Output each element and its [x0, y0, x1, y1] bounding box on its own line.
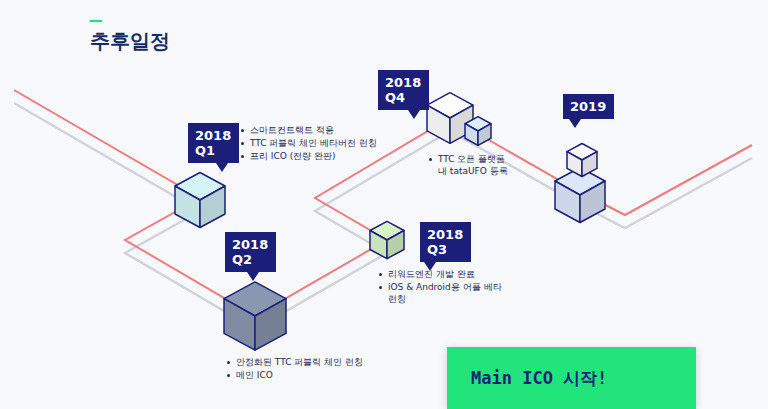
cube-face	[582, 152, 597, 177]
milestone-period: 2018 Q1	[195, 128, 231, 158]
milestone-item-text: 메인 ICO	[236, 370, 273, 380]
milestone-callout: 2018 Q2	[225, 232, 276, 272]
bullet-dot	[429, 158, 432, 161]
cube-face	[175, 186, 200, 228]
callout-tail	[247, 272, 259, 281]
milestone-period: 2019	[570, 99, 606, 114]
timeline-line	[14, 90, 752, 316]
cube	[370, 221, 404, 258]
callout-tail	[569, 119, 581, 128]
milestone-item: iOS & Android용 어플 베타 런칭	[378, 281, 508, 305]
milestone-callout: 2018 Q3	[420, 222, 471, 262]
title-accent	[90, 20, 102, 22]
milestone-item: 안정화된 TTC 퍼블릭 체인 런칭	[226, 356, 396, 368]
cube-face	[478, 124, 491, 146]
cube	[567, 144, 597, 177]
cube-face	[580, 181, 605, 223]
timeline-shadow	[14, 103, 752, 329]
milestone-item-text: 프리 ICO (전량 완판)	[250, 151, 336, 161]
milestone-item-text: TTC 퍼블릭 체인 베타버전 런칭	[250, 138, 377, 148]
bullet-dot	[241, 155, 244, 158]
milestone-item-text: 안정화된 TTC 퍼블릭 체인 런칭	[236, 357, 363, 367]
cube-face	[427, 105, 450, 143]
cube-face	[224, 299, 255, 350]
highlight-box: Main ICO 시작!	[447, 347, 696, 409]
bullet-dot	[227, 374, 230, 377]
milestone-item-text: 스마트컨트랙트 적용	[250, 125, 334, 135]
cube-face	[370, 230, 387, 258]
milestone-item-text: TTC 오픈 플랫폼 내 tataUFO 등록	[438, 154, 508, 176]
cube-face	[387, 230, 404, 258]
milestone-callout: 2018 Q1	[188, 123, 239, 163]
milestone-item: 메인 ICO	[226, 369, 396, 381]
bullet-dot	[379, 273, 382, 276]
milestone-item: 프리 ICO (전량 완판)	[240, 150, 390, 162]
callout-tail	[216, 163, 228, 172]
bullet-dot	[241, 142, 244, 145]
milestone-callout: 2018 Q4	[378, 70, 429, 110]
cube-face	[465, 124, 478, 146]
cube-face	[555, 181, 580, 223]
milestone-item: 스마트컨트랙트 적용	[240, 124, 390, 136]
milestone-period: 2018 Q3	[427, 227, 463, 257]
cube-face	[567, 152, 582, 177]
bullet-dot	[227, 361, 230, 364]
milestone-item-text: 리워드엔진 개발 완료	[388, 269, 475, 279]
milestone-period: 2018 Q4	[385, 75, 421, 105]
cube-face	[255, 299, 286, 350]
cube-face	[200, 186, 225, 228]
milestone-period: 2018 Q2	[232, 237, 268, 267]
milestone-callout: 2019	[563, 94, 614, 119]
milestone-item: TTC 퍼블릭 체인 베타버전 런칭	[240, 137, 390, 149]
page-title: 추후일정	[90, 28, 170, 55]
bullet-dot	[379, 286, 382, 289]
callout-tail	[408, 110, 420, 119]
milestone-item-text: iOS & Android용 어플 베타 런칭	[388, 282, 502, 304]
highlight-text: Main ICO 시작!	[471, 367, 607, 390]
bullet-dot	[241, 129, 244, 132]
cube	[465, 117, 491, 146]
cube	[175, 173, 225, 228]
milestone-item: TTC 오픈 플랫폼 내 tataUFO 등록	[428, 153, 513, 177]
cube	[224, 282, 286, 350]
milestone-item: 리워드엔진 개발 완료	[378, 268, 508, 280]
